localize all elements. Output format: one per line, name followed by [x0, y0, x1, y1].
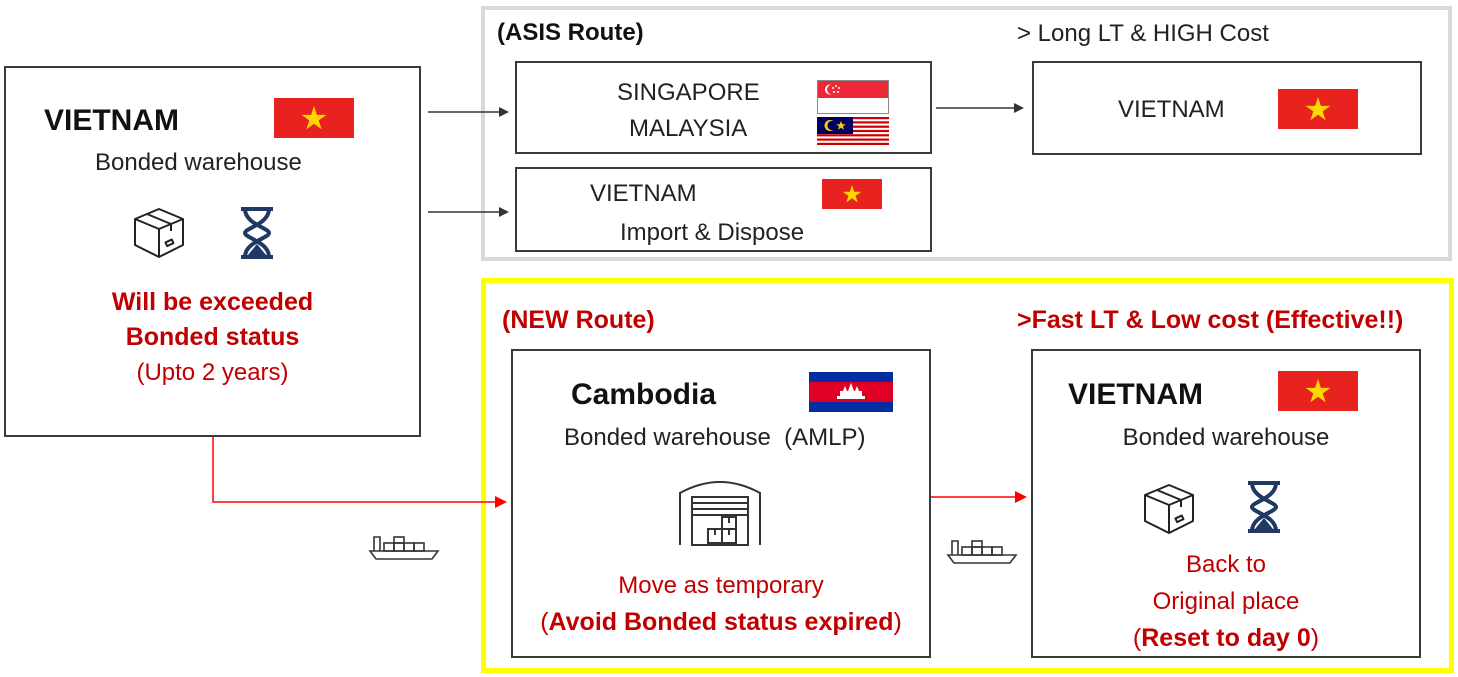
warehouse-icon: [676, 473, 764, 552]
ship-icon: [946, 537, 1020, 570]
asis-dest-title: VIETNAM: [1118, 96, 1225, 123]
dispose-line-2: Import & Dispose: [620, 219, 805, 246]
box-icon: [131, 205, 187, 266]
vietnam-flag: [274, 98, 354, 138]
paren-close: ): [1310, 624, 1320, 652]
source-subtitle: Bonded warehouse: [95, 149, 302, 176]
box-icon: [1141, 481, 1197, 542]
new-vietnam-line-2: Original place: [1152, 588, 1300, 615]
vietnam-flag: [1278, 89, 1358, 129]
source-warning-3: (Upto 2 years): [136, 359, 289, 386]
source-warning-2: Bonded status: [125, 323, 300, 351]
hourglass-icon: [239, 206, 275, 265]
asis-route-note: > Long LT & HIGH Cost: [1017, 20, 1269, 47]
asis-route-label: (ASIS Route): [497, 19, 644, 46]
new-vietnam-subtitle: Bonded warehouse: [1122, 424, 1330, 451]
paren-close: ): [893, 608, 902, 636]
paren-open: (: [1132, 624, 1142, 652]
dispose-line-1: VIETNAM: [590, 180, 697, 207]
cambodia-bold-note: Avoid Bonded status expired: [548, 608, 894, 636]
new-vietnam-line-1: Back to: [1185, 551, 1267, 578]
asis-dispose-box: [515, 167, 932, 252]
source-warning-1: Will be exceeded: [111, 288, 314, 316]
transit-line-1: SINGAPORE: [617, 79, 760, 106]
cambodia-title: Cambodia: [571, 378, 717, 411]
vietnam-flag: [822, 179, 882, 209]
hourglass-icon: [1246, 480, 1282, 539]
new-vietnam-line-3: (Reset to day 0): [1031, 624, 1421, 653]
cambodia-subtitle: Bonded warehouse (AMLP): [564, 424, 866, 451]
new-route-panel: [481, 278, 1454, 673]
paren-open: (: [540, 608, 549, 636]
vietnam-flag: [1278, 371, 1358, 411]
transit-line-2: MALAYSIA: [629, 115, 748, 142]
new-vietnam-title: VIETNAM: [1068, 378, 1203, 411]
singapore-flag: [817, 80, 889, 114]
arrow-to-cambodia: [212, 437, 507, 508]
cambodia-line-1: Move as temporary: [618, 572, 824, 599]
cambodia-flag: [809, 372, 893, 412]
new-vietnam-bold-note: Reset to day 0: [1141, 624, 1311, 652]
malaysia-flag: [817, 117, 889, 147]
new-route-note: >Fast LT & Low cost (Effective!!): [1017, 306, 1404, 334]
new-route-label: (NEW Route): [502, 306, 655, 334]
asis-route-panel: [481, 6, 1452, 261]
ship-icon: [368, 533, 442, 566]
source-title: VIETNAM: [44, 104, 179, 137]
cambodia-line-2: (Avoid Bonded status expired): [511, 608, 931, 637]
